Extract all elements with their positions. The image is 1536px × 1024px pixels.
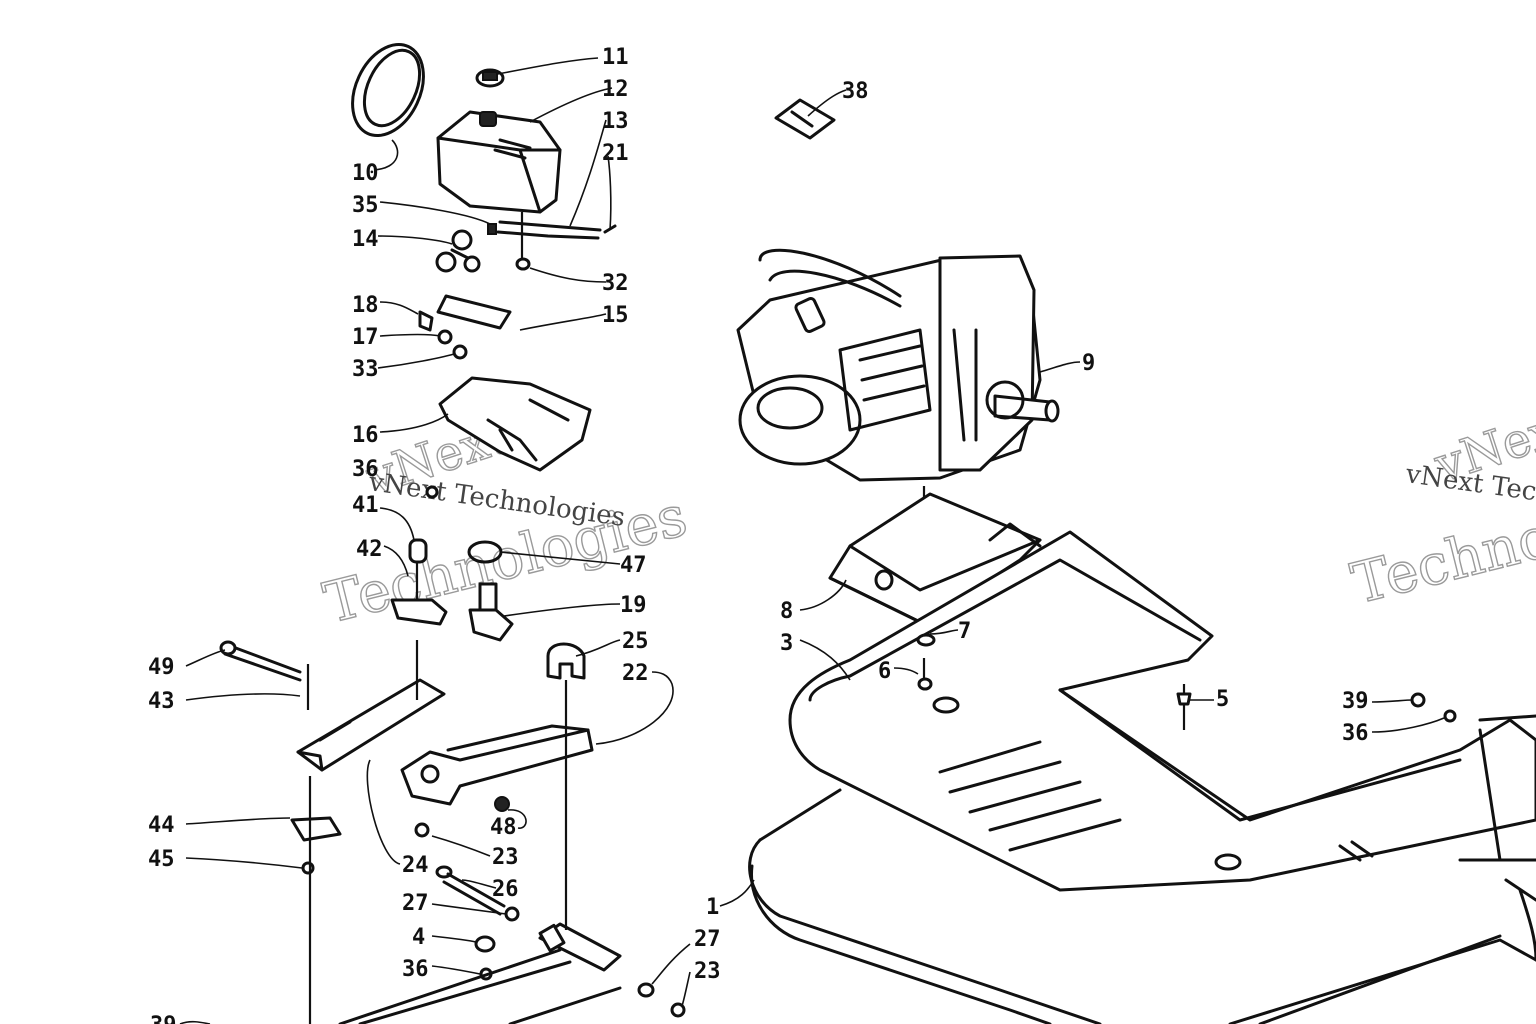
callout-48: 48 xyxy=(490,815,517,840)
part-nut-23 xyxy=(414,822,430,838)
callout-16: 16 xyxy=(352,423,379,448)
callout-labels: 11 12 13 21 10 35 14 32 18 15 17 33 16 3… xyxy=(148,45,1369,1024)
part-engine xyxy=(736,248,1060,482)
callout-36-bottom: 36 xyxy=(402,957,429,982)
callout-39-right: 39 xyxy=(1342,689,1369,714)
callout-18: 18 xyxy=(352,293,379,318)
callout-15: 15 xyxy=(602,303,629,328)
part-rail xyxy=(338,948,622,1024)
part-oil-tank xyxy=(436,110,562,214)
callout-45: 45 xyxy=(148,847,175,872)
callout-44: 44 xyxy=(148,813,175,838)
callout-27-right: 27 xyxy=(694,927,721,952)
callout-8: 8 xyxy=(780,599,793,624)
part-valve xyxy=(435,229,481,273)
callout-25: 25 xyxy=(622,629,649,654)
part-control-arm xyxy=(400,724,594,812)
callout-12: 12 xyxy=(602,77,629,102)
callout-23-bottom: 23 xyxy=(694,959,721,984)
part-plunger-bracket xyxy=(390,538,448,626)
callout-11: 11 xyxy=(602,45,629,70)
callout-36-top: 36 xyxy=(352,457,379,482)
callout-36-right: 36 xyxy=(1342,721,1369,746)
callout-17: 17 xyxy=(352,325,379,350)
callout-9: 9 xyxy=(1082,351,1095,376)
part-bolt-26 xyxy=(435,865,520,922)
callout-7: 7 xyxy=(958,619,971,644)
callout-38: 38 xyxy=(842,79,869,104)
part-tank-cap xyxy=(475,68,505,88)
part-bolt-set xyxy=(418,310,468,360)
part-pivot-block xyxy=(538,922,622,972)
part-decal xyxy=(774,98,836,140)
part-long-bolt xyxy=(219,640,310,710)
part-cap-bracket xyxy=(546,642,586,680)
part-pivot-post xyxy=(468,582,514,642)
callout-39-bottom: 39 xyxy=(150,1013,177,1024)
callout-23-mid: 23 xyxy=(492,845,519,870)
part-stop-block xyxy=(290,816,342,875)
callout-47: 47 xyxy=(620,553,647,578)
part-washer-27 xyxy=(637,982,655,998)
part-bolts-right xyxy=(916,633,1192,730)
part-nut-36 xyxy=(1443,709,1457,723)
callout-1: 1 xyxy=(706,895,719,920)
callout-19: 19 xyxy=(620,593,647,618)
part-pad xyxy=(436,294,512,330)
callout-3: 3 xyxy=(780,631,793,656)
callout-43: 43 xyxy=(148,689,175,714)
part-nut-39 xyxy=(1410,692,1426,708)
part-tank-bracket xyxy=(438,376,592,472)
part-chassis xyxy=(748,788,1536,1024)
callout-35: 35 xyxy=(352,193,379,218)
callout-13: 13 xyxy=(602,109,629,134)
callout-14: 14 xyxy=(352,227,379,252)
callout-5: 5 xyxy=(1216,687,1229,712)
callout-4: 4 xyxy=(412,925,425,950)
part-oil-line xyxy=(487,212,617,271)
callout-24: 24 xyxy=(402,853,429,878)
callout-6: 6 xyxy=(878,659,891,684)
callout-21: 21 xyxy=(602,141,629,166)
part-nut-23b xyxy=(670,1002,686,1018)
callout-49: 49 xyxy=(148,655,175,680)
watermark-inline: vNext Technologies xyxy=(366,467,627,533)
callout-33: 33 xyxy=(352,357,379,382)
part-strap-ring xyxy=(351,42,425,138)
callout-26: 26 xyxy=(492,877,519,902)
leader-lines xyxy=(179,57,1445,1024)
callout-42: 42 xyxy=(356,537,383,562)
part-belly-pan xyxy=(788,530,1536,892)
callout-41: 41 xyxy=(352,493,379,518)
callout-32: 32 xyxy=(602,271,629,296)
callout-27-left: 27 xyxy=(402,891,429,916)
part-nut xyxy=(425,485,439,499)
part-lever-plate xyxy=(296,678,446,772)
callout-10: 10 xyxy=(352,161,379,186)
callout-22: 22 xyxy=(622,661,649,686)
